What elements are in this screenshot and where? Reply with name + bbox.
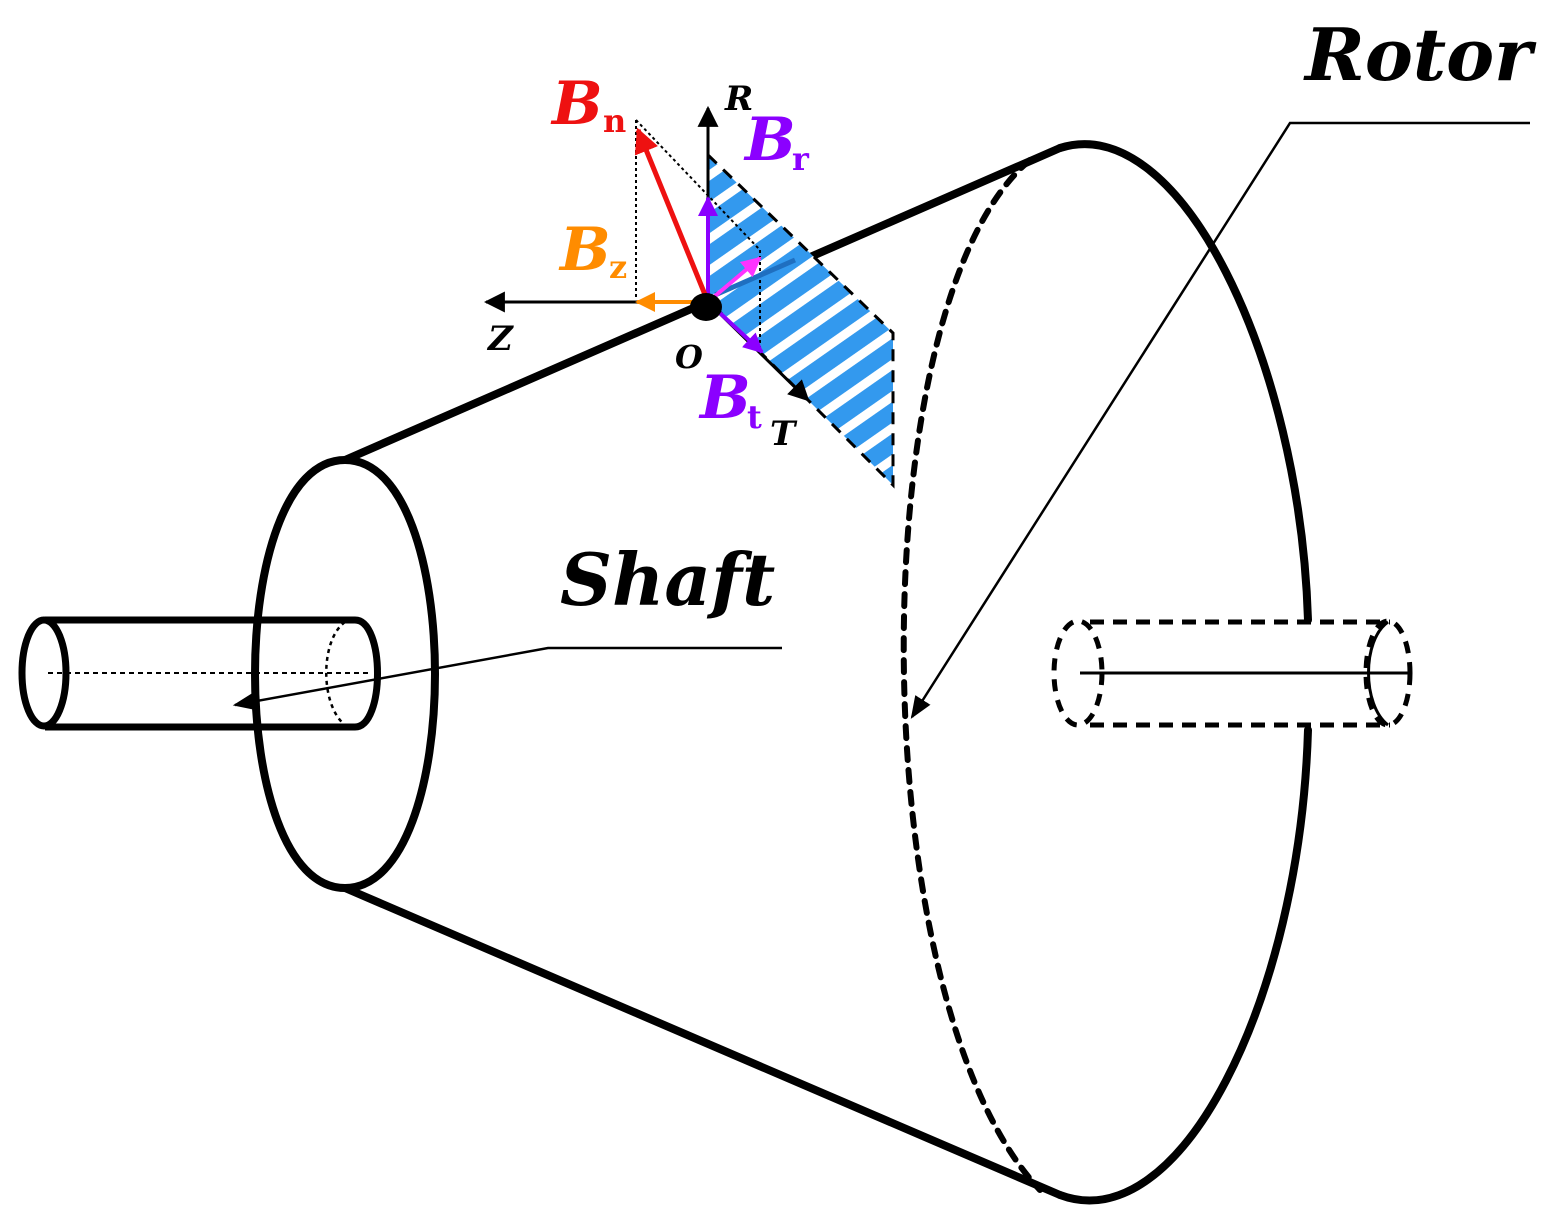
z-axis-label: Z bbox=[486, 319, 514, 359]
r-axis-label: R bbox=[724, 79, 753, 119]
tangent-plane bbox=[706, 151, 895, 489]
bn-label-main: B bbox=[550, 69, 603, 139]
rotor-bottom-edge bbox=[341, 884, 1064, 1199]
bt-label-sub: t bbox=[747, 398, 762, 436]
br-label-sub: r bbox=[792, 140, 810, 178]
origin-point bbox=[690, 293, 722, 321]
plane-shading-line bbox=[713, 257, 797, 298]
rotor-large-end-right-lower bbox=[1056, 726, 1312, 1205]
bt-label-main: B bbox=[698, 363, 751, 433]
shaft-leader-line bbox=[232, 646, 782, 711]
bn-label: B n bbox=[550, 69, 626, 140]
leader-lines bbox=[232, 121, 1530, 719]
origin-label: O bbox=[675, 338, 703, 376]
br-label-main: B bbox=[743, 105, 796, 175]
rotor-small-end-ellipse bbox=[251, 455, 439, 893]
shaft-left bbox=[18, 616, 381, 731]
rotor-large-end-right bbox=[1056, 140, 1312, 624]
bn-parallel-line bbox=[635, 119, 761, 251]
rotor-label: Rotor bbox=[1303, 12, 1537, 97]
shaft-left-cylinder bbox=[45, 616, 381, 731]
tangent-plane-vector bbox=[706, 256, 762, 304]
shaft-label: Shaft bbox=[560, 537, 775, 622]
bn-vector bbox=[634, 127, 711, 303]
bz-label: B z bbox=[558, 215, 627, 286]
rotor-body bbox=[251, 140, 1312, 1205]
bt-label: B t bbox=[698, 363, 762, 436]
bz-label-main: B bbox=[558, 215, 611, 285]
t-axis-label: T bbox=[770, 414, 798, 454]
rotor-hidden-edge bbox=[900, 157, 1043, 1193]
shaft-right bbox=[1051, 618, 1413, 728]
rotor-leader-line bbox=[910, 121, 1530, 719]
bn-label-sub: n bbox=[603, 102, 626, 140]
shaft-left-hidden-arc bbox=[325, 620, 346, 726]
br-label: B r bbox=[743, 105, 810, 178]
bz-label-sub: z bbox=[609, 248, 627, 286]
